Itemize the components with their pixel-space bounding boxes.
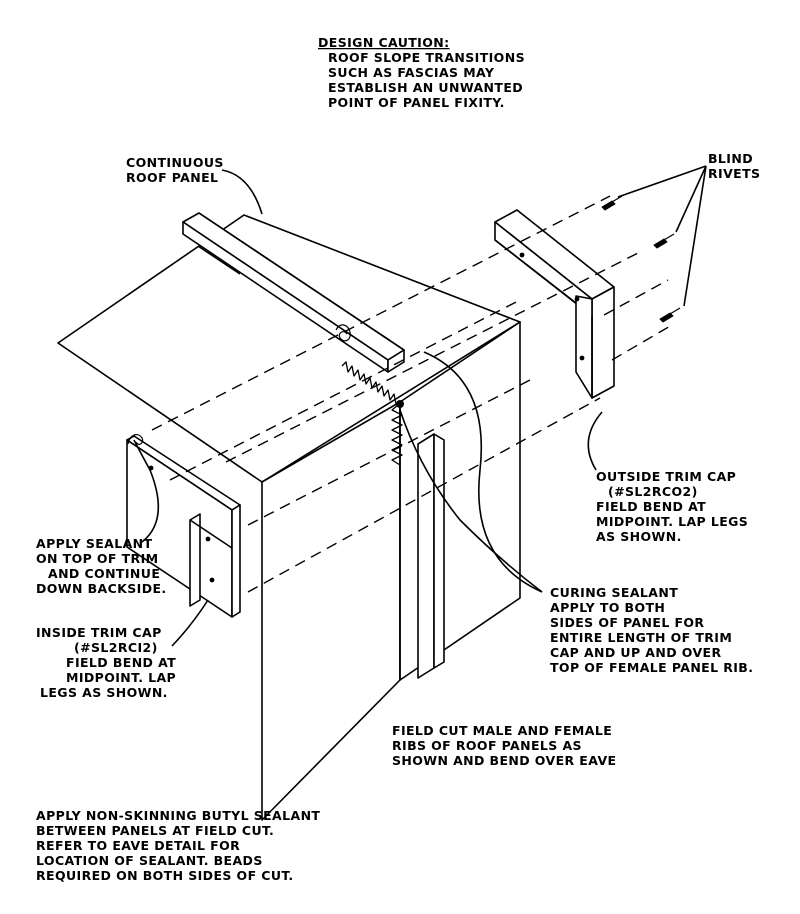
blind-rivet bbox=[659, 307, 681, 323]
outside-trim-cap bbox=[494, 209, 615, 399]
curing-sealant-label: CURING SEALANT bbox=[550, 585, 678, 600]
field-cut-note: RIBS OF ROOF PANELS AS bbox=[392, 738, 582, 753]
apply-sealant-label: DOWN BACKSIDE. bbox=[36, 581, 167, 596]
curing-sealant-label: SIDES OF PANEL FOR bbox=[550, 615, 704, 630]
apply-sealant-label: AND CONTINUE bbox=[48, 566, 160, 581]
leader-lines bbox=[133, 165, 707, 647]
inside-trim-cap-label: LEGS AS SHOWN. bbox=[40, 685, 168, 700]
outside-trim-cap-label: OUTSIDE TRIM CAP bbox=[596, 469, 736, 484]
design-caution-line: SUCH AS FASCIAS MAY bbox=[328, 65, 495, 80]
inside-trim-cap bbox=[126, 434, 241, 618]
sealant-at-corner bbox=[396, 400, 404, 408]
inside-trim-cap-label: MIDPOINT. LAP bbox=[66, 670, 176, 685]
butyl-sealant-note: BETWEEN PANELS AT FIELD CUT. bbox=[36, 823, 274, 838]
sealant-bead-at-rib-end bbox=[335, 324, 351, 342]
inside-trim-cap-label: INSIDE TRIM CAP bbox=[36, 625, 162, 640]
inside-trim-cap-label: (#SL2RCI2) bbox=[74, 640, 158, 655]
blind-rivets-label: BLIND bbox=[708, 151, 753, 166]
design-caution-heading: DESIGN CAUTION: bbox=[318, 35, 450, 50]
outside-trim-cap-label: FIELD BEND AT bbox=[596, 499, 706, 514]
roof-panel-rib bbox=[182, 212, 405, 373]
continuous-roof-panel-label: ROOF PANEL bbox=[126, 170, 218, 185]
outside-trim-cap-label: AS SHOWN. bbox=[596, 529, 682, 544]
design-caution-line: POINT OF PANEL FIXITY. bbox=[328, 95, 505, 110]
outside-trim-cap-label: (#SL2RCO2) bbox=[608, 484, 698, 499]
explode-alignment-lines bbox=[151, 195, 673, 593]
field-cut-note: FIELD CUT MALE AND FEMALE bbox=[392, 723, 612, 738]
curing-sealant-label: CAP AND UP AND OVER bbox=[550, 645, 721, 660]
curing-sealant-label: APPLY TO BOTH bbox=[550, 600, 665, 615]
inside-trim-cap-label: FIELD BEND AT bbox=[66, 655, 176, 670]
sealant-bead-horizontal bbox=[341, 361, 397, 405]
butyl-sealant-note: REFER TO EAVE DETAIL FOR bbox=[36, 838, 240, 853]
design-caution-line: ROOF SLOPE TRANSITIONS bbox=[328, 50, 525, 65]
blind-rivet bbox=[653, 233, 675, 249]
continuous-roof-panel-label: CONTINUOUS bbox=[126, 155, 224, 170]
butyl-sealant-note: LOCATION OF SEALANT. BEADS bbox=[36, 853, 263, 868]
curing-sealant-label: ENTIRE LENGTH OF TRIM bbox=[550, 630, 732, 645]
butyl-sealant-note: REQUIRED ON BOTH SIDES OF CUT. bbox=[36, 868, 294, 883]
design-caution-line: ESTABLISH AN UNWANTED bbox=[328, 80, 523, 95]
butyl-sealant-note: APPLY NON-SKINNING BUTYL SEALANT bbox=[36, 808, 320, 823]
blind-rivets-label: RIVETS bbox=[708, 166, 760, 181]
field-cut-note: SHOWN AND BEND OVER EAVE bbox=[392, 753, 616, 768]
apply-sealant-label: ON TOP OF TRIM bbox=[36, 551, 158, 566]
female-rib-bent-over-eave bbox=[417, 433, 445, 679]
outside-trim-cap-label: MIDPOINT. LAP LEGS bbox=[596, 514, 748, 529]
curing-sealant-label: TOP OF FEMALE PANEL RIB. bbox=[550, 660, 753, 675]
apply-sealant-label: APPLY SEALANT bbox=[36, 536, 153, 551]
